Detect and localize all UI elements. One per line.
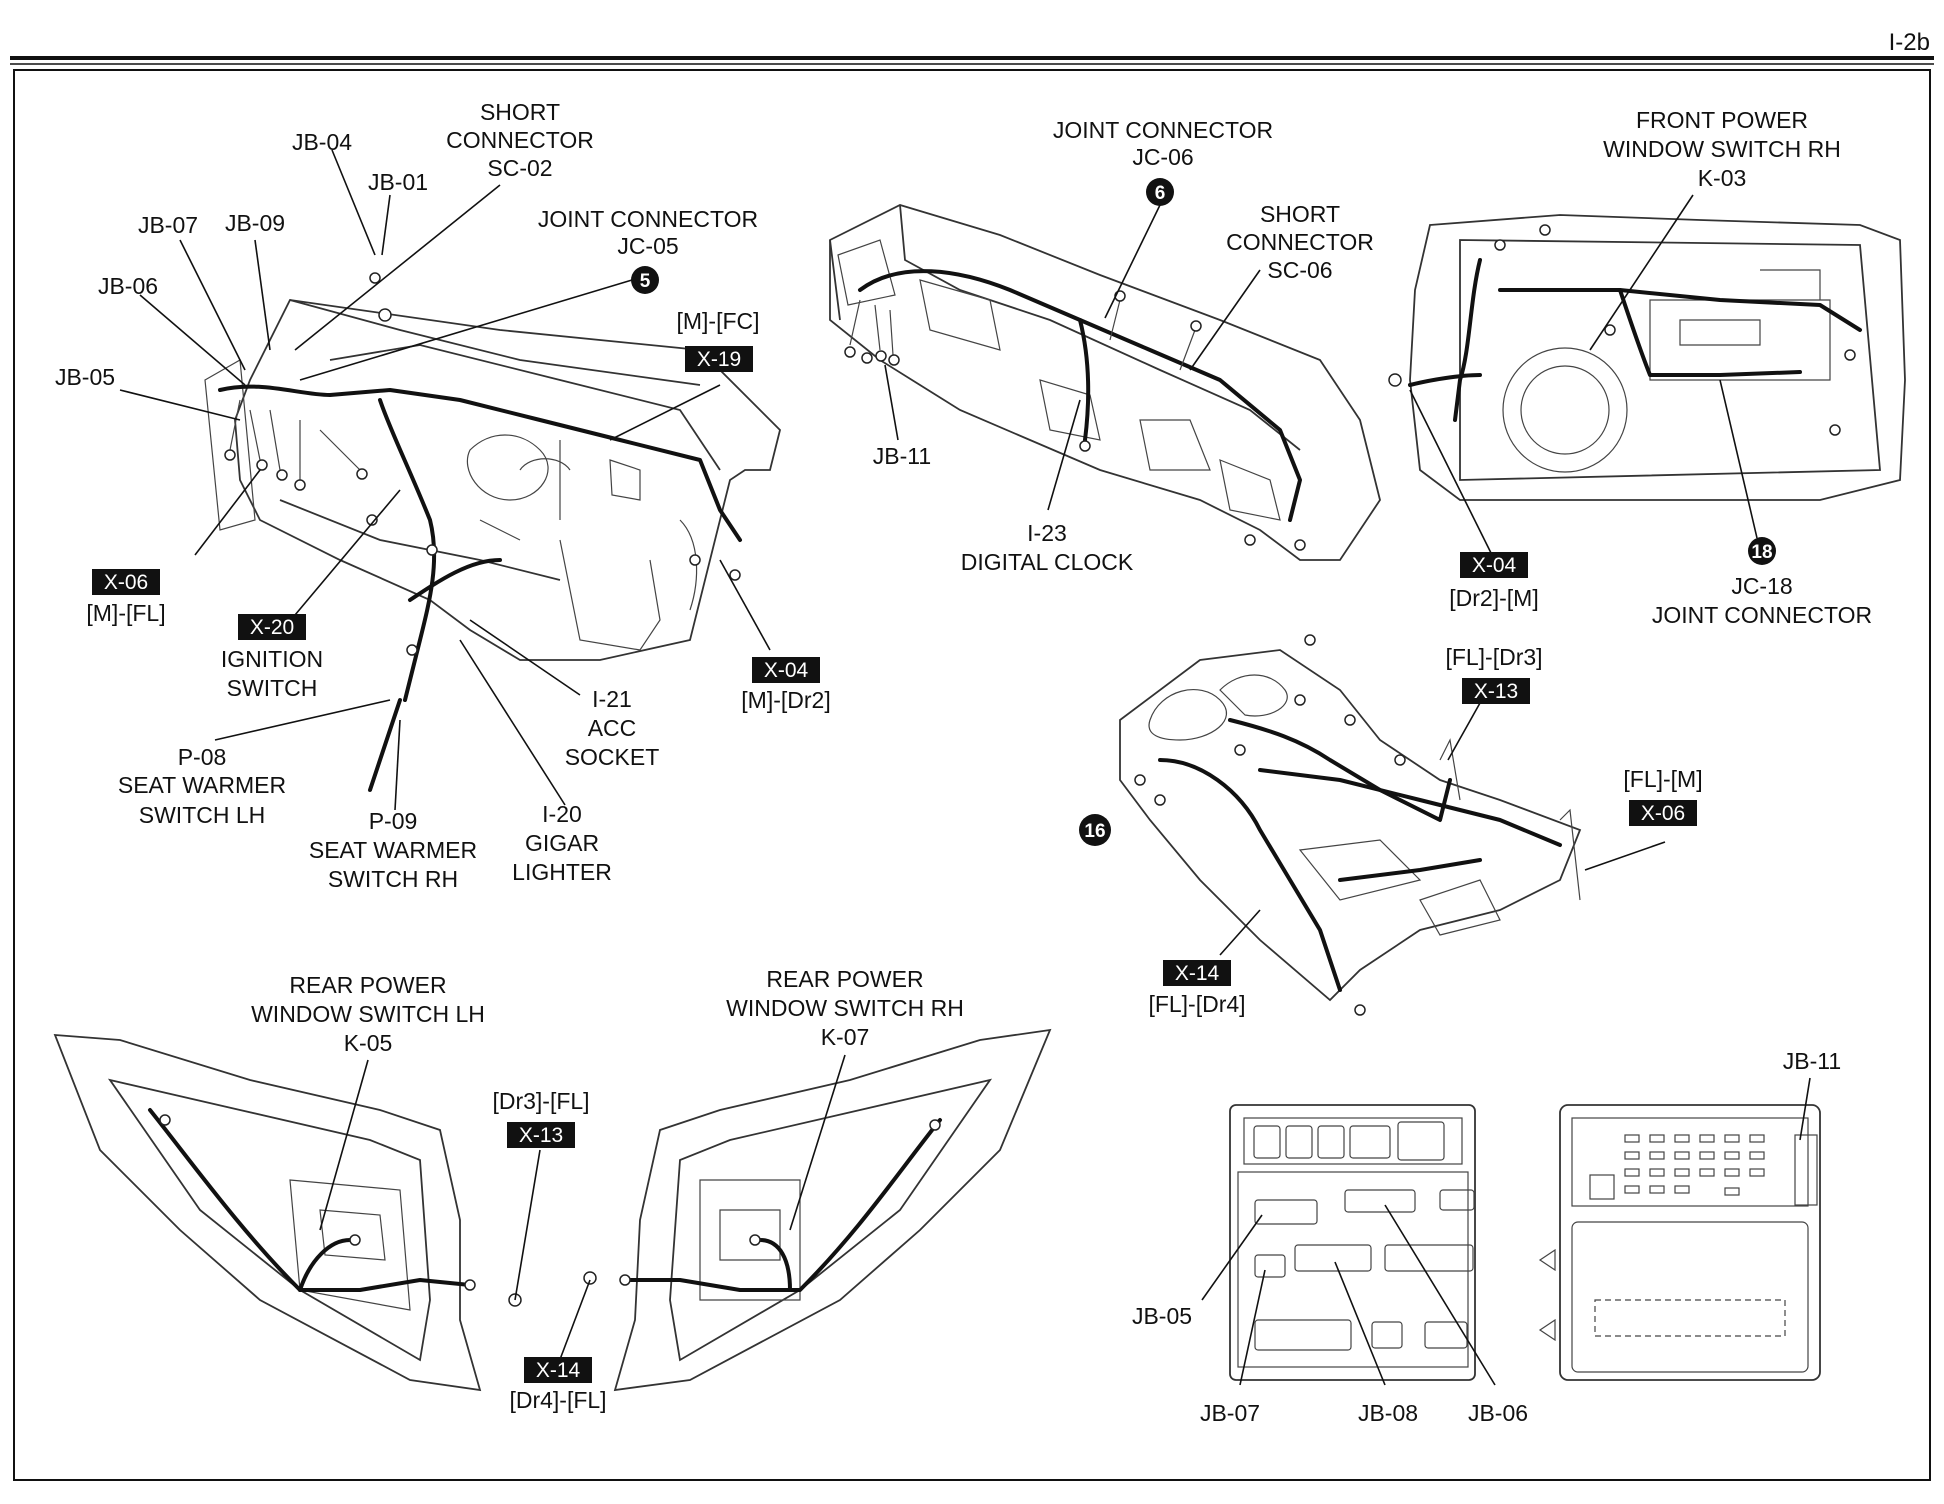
label-i-23-line2: DIGITAL CLOCK — [961, 549, 1134, 575]
label-jb-07-top: JB-07 — [138, 212, 198, 238]
label-jb-07-bottom: JB-07 — [1200, 1400, 1260, 1426]
label-fl-dr4: [FL]-[Dr4] — [1148, 991, 1245, 1017]
tag-x-06-a-text: X-06 — [104, 571, 148, 594]
label-k-03-line3: K-03 — [1698, 165, 1747, 191]
label-dr4-fl: [Dr4]-[FL] — [509, 1387, 606, 1413]
marker-6 — [1146, 178, 1174, 206]
tag-x-14-a — [1163, 960, 1231, 986]
label-fl-m: [FL]-[M] — [1623, 766, 1702, 792]
tag-x-14-b-text: X-14 — [536, 1359, 581, 1382]
tag-x-04-b-text: X-04 — [1472, 554, 1517, 577]
label-jc-06-line2: JC-06 — [1132, 144, 1193, 170]
label-m-dr2: [M]-[Dr2] — [741, 687, 830, 713]
label-k-03-line2: WINDOW SWITCH RH — [1603, 136, 1841, 162]
marker-5 — [631, 266, 659, 294]
tag-x-06-b-text: X-06 — [1641, 802, 1685, 825]
label-jb-08: JB-08 — [1358, 1400, 1418, 1426]
label-m-fc: [M]-[FC] — [676, 308, 759, 334]
label-sc-06-line2: CONNECTOR — [1226, 229, 1374, 255]
label-ignition-line1: IGNITION — [221, 646, 323, 672]
label-i-23-line1: I-23 — [1027, 520, 1067, 546]
label-p-08-line3: SWITCH LH — [139, 802, 266, 828]
junction-box-rear-illustration — [1538, 1104, 1821, 1381]
label-p-09-line2: SEAT WARMER — [309, 837, 477, 863]
front-door-rh-illustration — [1388, 214, 1906, 501]
marker-16 — [1079, 814, 1111, 846]
label-k-07-line1: REAR POWER — [766, 966, 923, 992]
label-k-03-line1: FRONT POWER — [1636, 107, 1808, 133]
label-sc-06-line1: SHORT — [1260, 201, 1340, 227]
label-jb-09: JB-09 — [225, 210, 285, 236]
tag-x-13-b-text: X-13 — [519, 1124, 563, 1147]
floor-harness-illustration — [1119, 634, 1582, 1016]
tag-x-04-b — [1460, 552, 1528, 578]
junction-box-front-illustration — [1229, 1104, 1476, 1381]
label-p-09-line3: SWITCH RH — [328, 866, 458, 892]
label-k-05-line1: REAR POWER — [289, 972, 446, 998]
label-jc-18-line2: JOINT CONNECTOR — [1652, 602, 1872, 628]
marker-6-text: 6 — [1155, 183, 1166, 204]
marker-18-text: 18 — [1751, 542, 1772, 563]
tag-x-19 — [685, 346, 753, 372]
label-jb-05-top: JB-05 — [55, 364, 115, 390]
label-jb-11-top: JB-11 — [873, 443, 931, 469]
label-i-21-line1: I-21 — [592, 686, 632, 712]
tag-x-20-text: X-20 — [250, 616, 294, 639]
label-jc-06-line1: JOINT CONNECTOR — [1053, 117, 1273, 143]
label-jb-11-bottom: JB-11 — [1783, 1048, 1841, 1074]
label-i-20-line1: I-20 — [542, 801, 582, 827]
label-i-21-line2: ACC — [588, 715, 637, 741]
rear-door-lh-illustration — [53, 1033, 522, 1392]
tag-x-04-a-text: X-04 — [764, 659, 809, 682]
label-k-07-line3: K-07 — [821, 1024, 870, 1050]
label-sc-02-line3: SC-02 — [487, 155, 552, 181]
tag-x-06-a — [92, 569, 160, 595]
marker-5-text: 5 — [640, 271, 651, 292]
label-jc-05-line2: JC-05 — [617, 233, 678, 259]
label-p-08-line1: P-08 — [178, 744, 227, 770]
label-i-20-line3: LIGHTER — [512, 859, 612, 885]
tag-x-19-text: X-19 — [697, 348, 741, 371]
marker-16-text: 16 — [1084, 821, 1105, 842]
label-fl-dr3: [FL]-[Dr3] — [1445, 644, 1542, 670]
label-jb-05-bottom: JB-05 — [1132, 1303, 1192, 1329]
tag-x-13-a — [1462, 678, 1530, 704]
label-sc-02-line1: SHORT — [480, 99, 560, 125]
label-p-08-line2: SEAT WARMER — [118, 772, 286, 798]
label-i-20-line2: GIGAR — [525, 830, 599, 856]
tag-x-04-a — [752, 657, 820, 683]
label-jb-06-top: JB-06 — [98, 273, 158, 299]
marker-18 — [1748, 537, 1776, 565]
tag-x-13-a-text: X-13 — [1474, 680, 1518, 703]
crash-pad-harness-illustration — [829, 204, 1381, 561]
label-k-05-line2: WINDOW SWITCH LH — [251, 1001, 485, 1027]
diagram-frame — [13, 69, 1931, 1481]
label-dr3-fl: [Dr3]-[FL] — [492, 1088, 589, 1114]
label-p-09-line1: P-09 — [369, 808, 418, 834]
page-number: I-2b — [1889, 29, 1930, 56]
tag-x-14-a-text: X-14 — [1175, 962, 1220, 985]
label-k-05-line3: K-05 — [344, 1030, 393, 1056]
tag-x-20 — [238, 614, 306, 640]
label-m-fl: [M]-[FL] — [86, 600, 165, 626]
label-dr2-m: [Dr2]-[M] — [1449, 585, 1538, 611]
label-jc-05-line1: JOINT CONNECTOR — [538, 206, 758, 232]
label-i-21-line3: SOCKET — [565, 744, 660, 770]
label-sc-02-line2: CONNECTOR — [446, 127, 594, 153]
dashboard-harness-illustration — [204, 272, 781, 792]
fuse-slots — [1624, 1134, 1765, 1196]
tag-x-06-b — [1629, 800, 1697, 826]
label-jc-18-line1: JC-18 — [1731, 573, 1792, 599]
label-jb-04: JB-04 — [292, 129, 352, 155]
label-jb-01: JB-01 — [368, 169, 428, 195]
label-ignition-line2: SWITCH — [227, 675, 318, 701]
label-jb-06-bottom: JB-06 — [1468, 1400, 1528, 1426]
tag-x-13-b — [507, 1122, 575, 1148]
rear-door-rh-illustration — [583, 1028, 1052, 1392]
label-sc-06-line3: SC-06 — [1267, 257, 1332, 283]
tag-x-14-b — [524, 1357, 592, 1383]
label-k-07-line2: WINDOW SWITCH RH — [726, 995, 964, 1021]
